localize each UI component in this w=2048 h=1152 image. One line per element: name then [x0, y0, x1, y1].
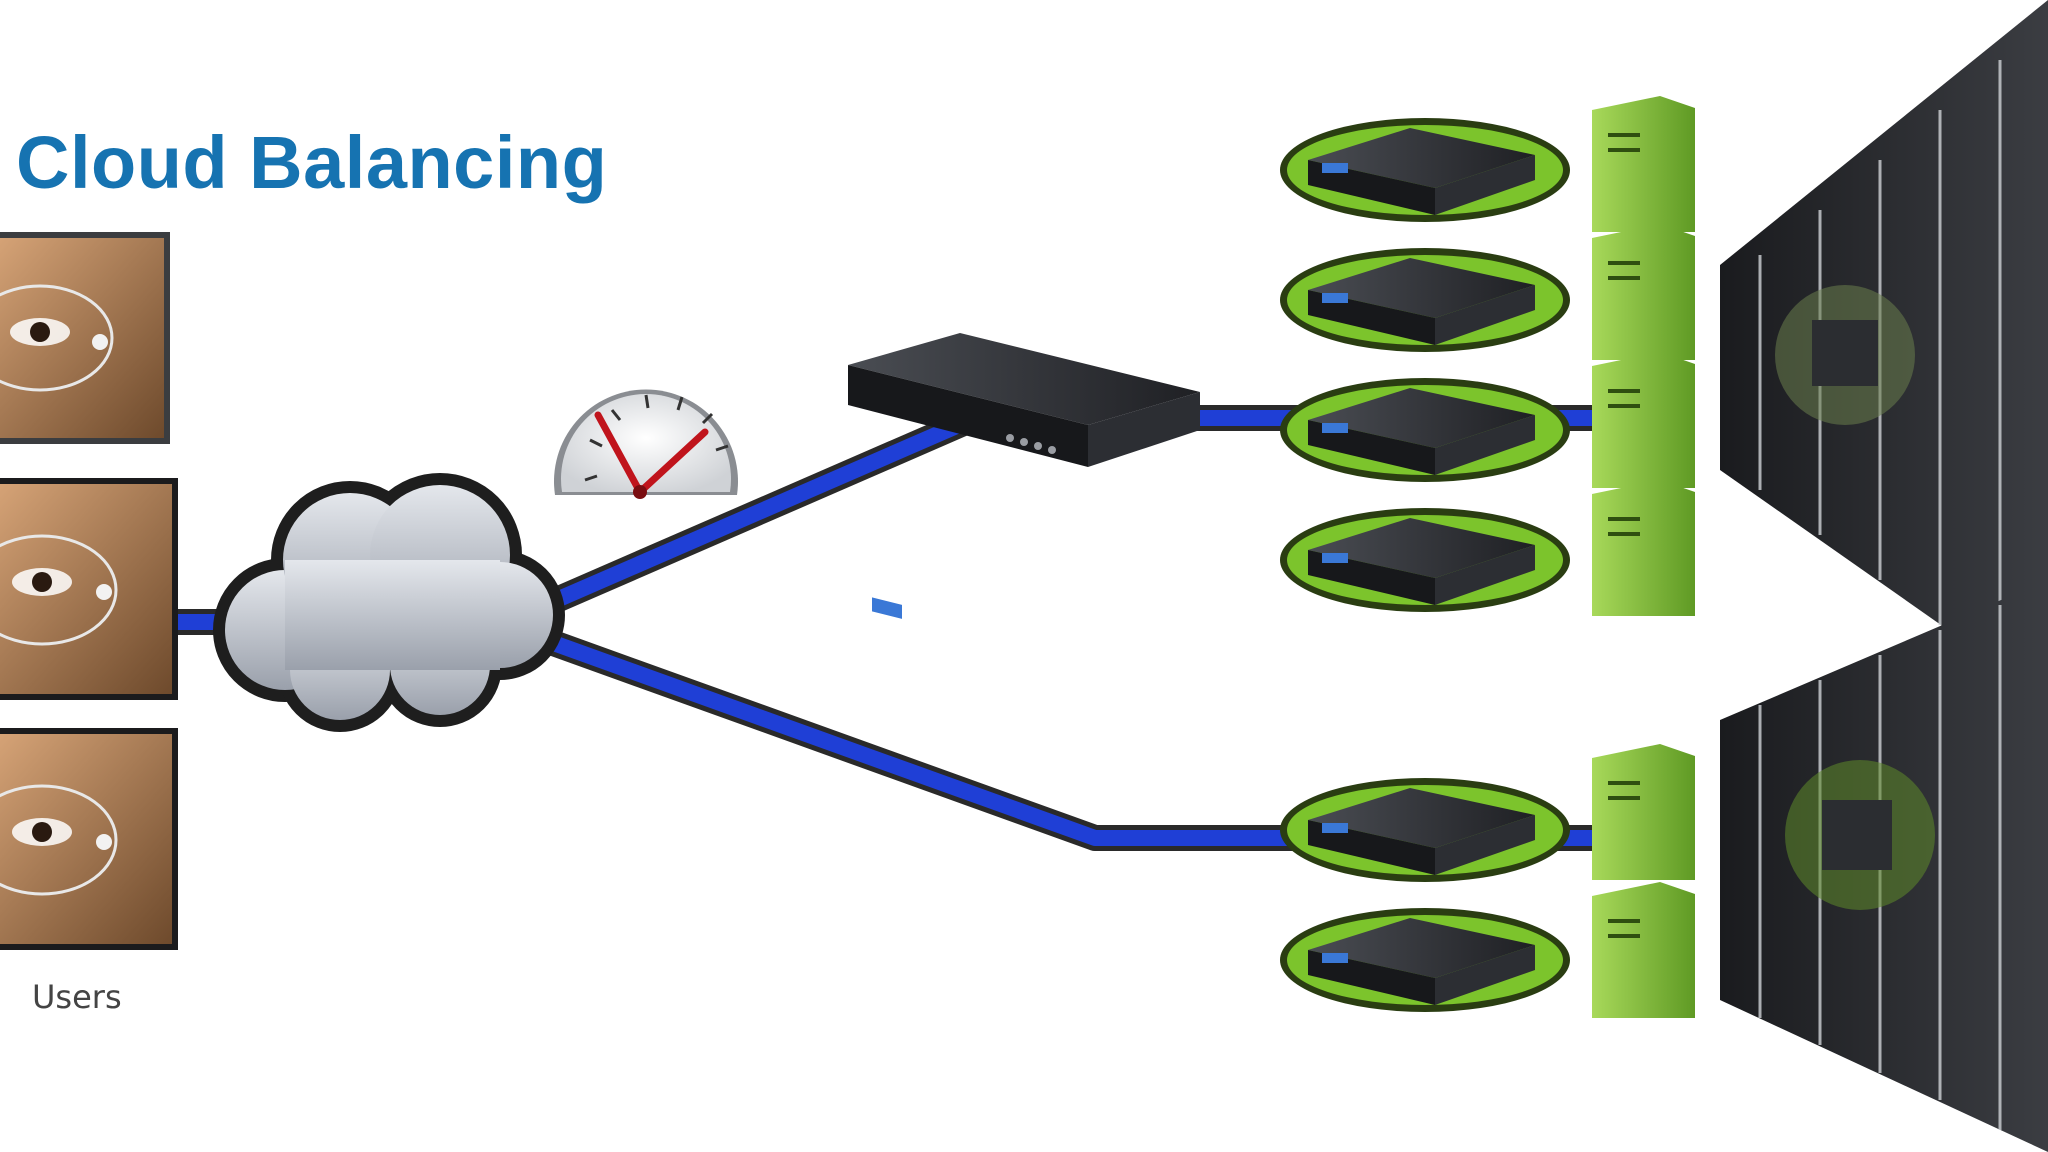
- green-servers: [1592, 96, 1695, 1018]
- server-icon: [1592, 224, 1695, 360]
- vpx-appliance: [1280, 778, 1570, 882]
- server-icon: [1592, 96, 1695, 232]
- user-3: [0, 728, 178, 950]
- server-icon: [1592, 882, 1695, 1018]
- vpx-appliances: [1280, 118, 1570, 1012]
- mpx-appliance: [848, 333, 1200, 619]
- vpx-appliance: [1280, 378, 1570, 482]
- datacenter-rack-bottom: [1720, 580, 2048, 1152]
- server-icon: [1592, 352, 1695, 488]
- vpx-appliance: [1280, 118, 1570, 222]
- users-label: Users: [32, 978, 122, 1016]
- gauge-icon: [554, 389, 738, 499]
- datacenter-rack-top: [1720, 0, 2048, 700]
- server-icon: [1592, 744, 1695, 880]
- user-1: [0, 232, 170, 444]
- slide-title: Cloud Balancing: [16, 121, 608, 204]
- vpx-appliance: [1280, 508, 1570, 612]
- vpx-appliance: [1280, 248, 1570, 352]
- internet-cloud: [213, 473, 565, 732]
- vpx-appliance: [1280, 908, 1570, 1012]
- server-icon: [1592, 480, 1695, 616]
- user-2: [0, 478, 178, 700]
- datacenter-racks: [1720, 0, 2048, 1152]
